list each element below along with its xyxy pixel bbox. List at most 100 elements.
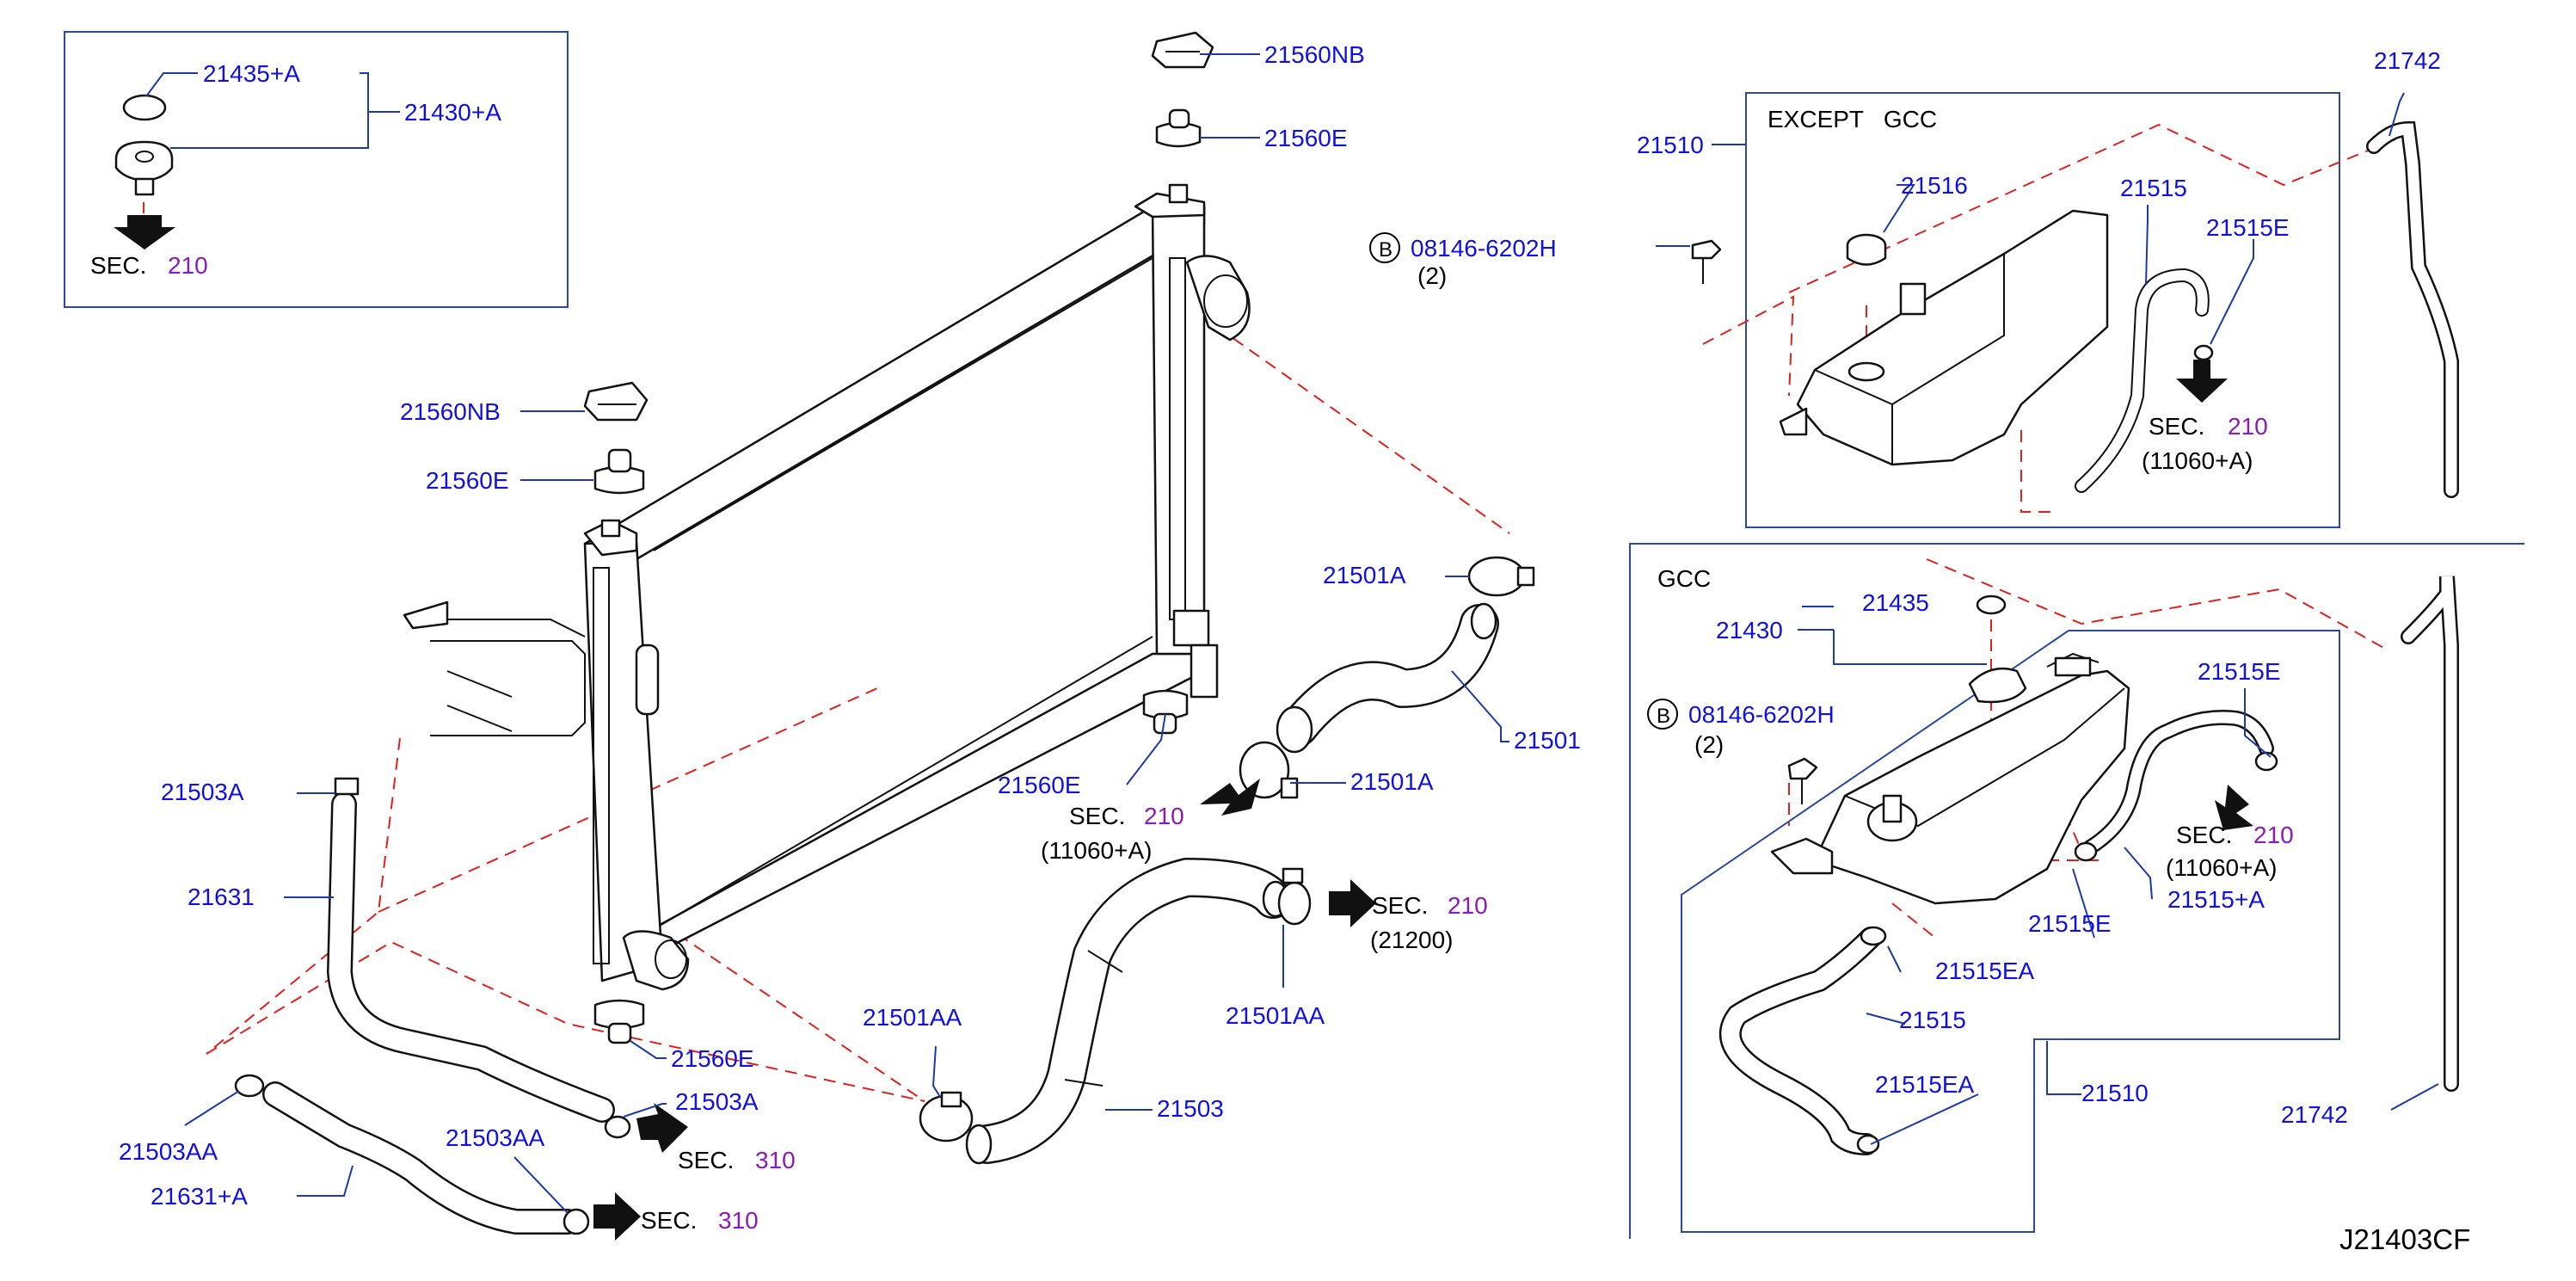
reservoir-hose-gcc-lower: [1718, 926, 1887, 1155]
label-sec310-a: SEC.: [678, 1147, 734, 1173]
bolt-icon-gcc: [1787, 757, 1818, 804]
label-21435-a: 21435+A: [203, 60, 300, 87]
label-21515-bottom: 21515: [1899, 1007, 1966, 1033]
bolt-icon-top: [1691, 239, 1722, 284]
label-bolt-a: 08146-6202H: [1411, 235, 1557, 262]
hose-clamp-aa-left: [919, 1091, 974, 1142]
label-sec210-d-sub: (11060+A): [2142, 447, 2253, 474]
label-sec210-e-sub: (11060+A): [2166, 854, 2277, 881]
label-21515e-low: 21515E: [2028, 910, 2112, 937]
reservoir-cap-gcc: [1968, 667, 2027, 704]
label-21560e-left: 21560E: [426, 467, 509, 494]
label-21501a-low: 21501A: [1350, 768, 1434, 795]
label-sec210-c: SEC.: [1372, 892, 1428, 919]
label-21515e-top: 21515E: [2206, 214, 2290, 241]
label-21515e-right: 21515E: [2198, 658, 2281, 685]
lower-radiator-hose: [965, 858, 1293, 1165]
label-sec210-e-num: 210: [2253, 822, 2294, 848]
label-21560e-top: 21560E: [1264, 125, 1348, 151]
reservoir-tank-gcc: [1770, 594, 2130, 905]
label-21503: 21503: [1157, 1095, 1224, 1122]
cap-gasket: [122, 94, 167, 121]
down-arrow-icon: [114, 215, 175, 249]
label-21510-bottom: 21510: [2081, 1080, 2149, 1106]
bolt-mark-circle-a: [1369, 232, 1400, 263]
hose-clamp-upper: [1467, 556, 1535, 597]
bolt-mark-circle-b: [1647, 699, 1678, 730]
label-21560nb-left: 21560NB: [400, 398, 501, 425]
upper-radiator-hose: [1276, 602, 1499, 754]
drain-plug-top: [1151, 31, 1214, 69]
label-except-gcc: EXCEPT GCC: [1768, 106, 1937, 132]
label-21515ea-lower: 21515EA: [1875, 1071, 1975, 1098]
label-bolt-mark-b: B: [1657, 705, 1670, 728]
label-21515-a: 21515+A: [2167, 886, 2265, 913]
arrow-icon-sec210-d: [2176, 360, 2228, 403]
label-21503aa-right: 21503AA: [446, 1124, 545, 1151]
reservoir-hose-gcc-upper: [2074, 710, 2278, 862]
radiator-left-tank: [583, 540, 664, 982]
label-21430: 21430: [1716, 617, 1783, 644]
label-21501aa-right: 21501AA: [1226, 1002, 1325, 1029]
label-sec210-b: SEC.: [1069, 803, 1125, 829]
arrow-icon-sec210-b: [1200, 779, 1260, 816]
cooler-hose-21631-a: [262, 1081, 581, 1235]
label-sec210-c-sub: (21200): [1370, 927, 1454, 953]
label-sec210-d-num: 210: [2228, 413, 2268, 440]
label-sec210-a-num: 210: [168, 252, 208, 279]
frame-except-gcc: [1745, 92, 2340, 528]
label-sec210-b-sub: (11060+A): [1041, 837, 1152, 864]
radiator-cap-inset: [114, 94, 175, 249]
cooler-hose-21631: [327, 791, 615, 1123]
mount-bushing-bottom: [593, 999, 645, 1044]
small-clamps: [234, 777, 631, 1235]
label-21503a-upper: 21503A: [161, 779, 244, 805]
label-21503aa-left: 21503AA: [119, 1138, 218, 1165]
label-21515-top: 21515: [2120, 175, 2187, 201]
label-21501: 21501: [1514, 727, 1581, 754]
label-21560e-mid: 21560E: [998, 772, 1081, 798]
label-21435: 21435: [1862, 589, 1929, 616]
label-21631: 21631: [188, 884, 255, 910]
arrow-icon-sec310-b: [593, 1192, 641, 1241]
label-sec310-a-num: 310: [755, 1147, 796, 1173]
label-bolt-b-qty: (2): [1694, 731, 1724, 758]
inset-frame-cap: [64, 31, 569, 308]
label-bolt-b: 08146-6202H: [1688, 701, 1835, 728]
label-sec310-b-num: 310: [718, 1207, 759, 1234]
label-21430-a: 21430+A: [404, 99, 501, 126]
hose-clamp-aa-right: [1277, 867, 1312, 926]
labels: 21435+A 21430+A SEC. 210 21560NB 21560E …: [90, 41, 2470, 1255]
label-21503a-lower: 21503A: [675, 1088, 759, 1115]
label-bolt-mark-a: B: [1379, 238, 1393, 262]
radiator: [403, 183, 1251, 991]
label-21501aa-left: 21501AA: [863, 1004, 962, 1031]
arrow-icon-sec210-e: [2215, 785, 2253, 830]
overflow-tube-top: [2366, 120, 2459, 498]
label-21560nb-top: 21560NB: [1264, 41, 1365, 68]
label-21742-bottom: 21742: [2281, 1101, 2348, 1128]
label-bolt-a-qty: (2): [1417, 262, 1447, 289]
label-sec210-b-num: 210: [1144, 803, 1184, 829]
label-sec210-d: SEC.: [2149, 413, 2204, 440]
mount-bushing-left: [593, 448, 645, 495]
label-21560e-bottom: 21560E: [671, 1045, 754, 1072]
arrow-icon-sec310-a: [636, 1103, 688, 1153]
label-21742-top: 21742: [2374, 47, 2441, 74]
label-21631-a: 21631+A: [151, 1183, 248, 1210]
mount-bushing-top: [1155, 108, 1202, 148]
arrow-icon-sec210-c: [1329, 879, 1376, 927]
overflow-tube-bottom: [2401, 576, 2459, 1092]
leader-lines: [145, 53, 2439, 1214]
frame-gcc-detail: [1681, 630, 2340, 1233]
label-sec210-e: SEC.: [2176, 822, 2232, 848]
diagram-code: J21403CF: [2339, 1223, 2470, 1255]
label-21516: 21516: [1901, 172, 1968, 199]
label-21510-top: 21510: [1637, 132, 1704, 158]
mount-bushing-mid: [1142, 689, 1189, 735]
label-21515ea-upper: 21515EA: [1935, 958, 2035, 984]
drain-plug-left: [583, 381, 649, 422]
label-sec310-b: SEC.: [641, 1207, 697, 1234]
